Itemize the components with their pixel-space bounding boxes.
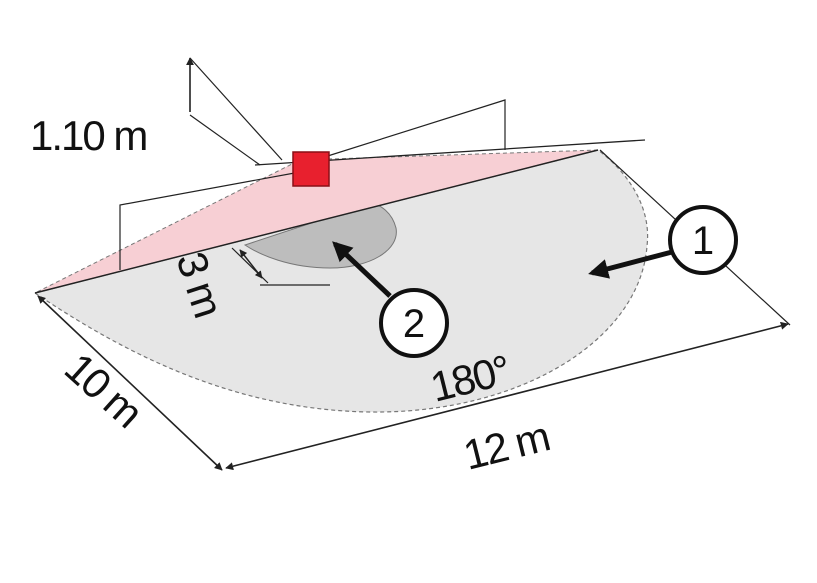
depth-label: 10 m	[56, 344, 151, 436]
callout-2-circle	[379, 288, 449, 358]
callout-2-arrow	[332, 241, 392, 298]
plane-front-edge	[34, 149, 599, 294]
callout-2-number: 2	[403, 302, 425, 346]
right-construction-line	[314, 99, 506, 161]
height-connector-line	[189, 114, 261, 166]
callout-1-arrow	[588, 249, 673, 279]
inner-zone	[243, 202, 397, 269]
height-label: 1.10 m	[30, 112, 146, 159]
width-dimension-arrow	[225, 321, 789, 471]
callout-1-number: 1	[692, 219, 714, 263]
left-construction-line	[119, 171, 301, 270]
sensor-icon	[292, 151, 330, 187]
depth-dimension-arrow	[37, 295, 223, 471]
inner-range-arrow	[239, 249, 263, 279]
width-label: 12 m	[459, 412, 553, 478]
height-diagonal-line	[189, 57, 283, 161]
callout-1-circle	[668, 205, 738, 275]
